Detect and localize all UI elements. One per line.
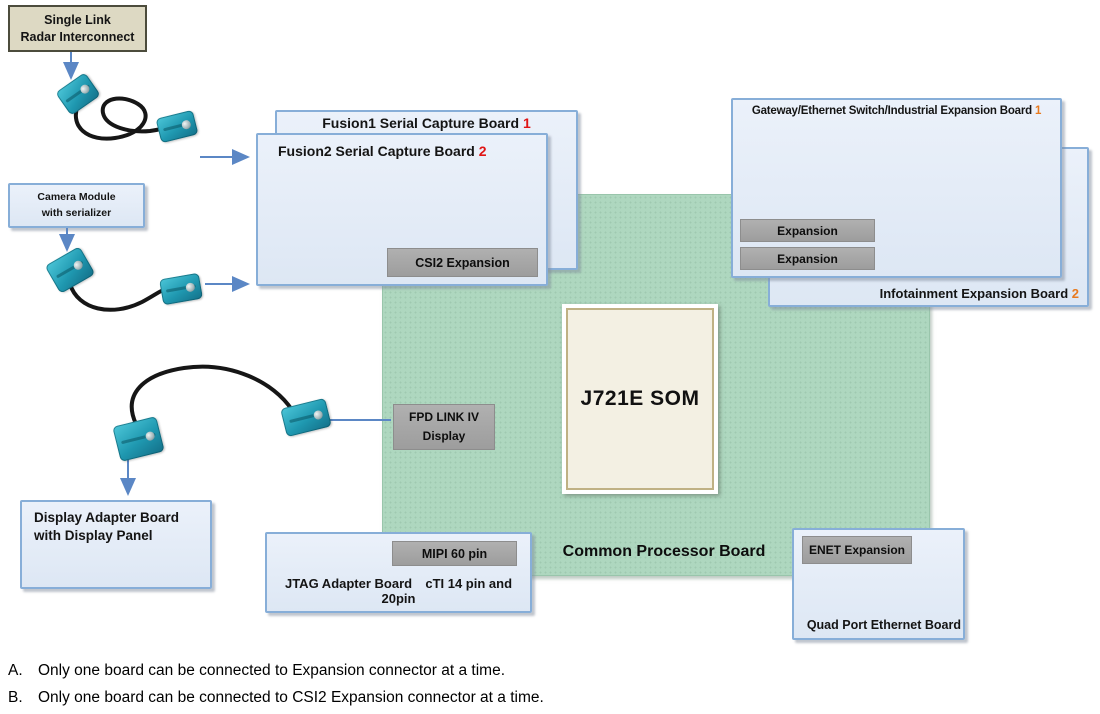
display-adapter-line1: Display Adapter Board bbox=[34, 510, 180, 525]
note-a-label: A. bbox=[8, 662, 23, 679]
display-adapter-line2: with Display Panel bbox=[34, 528, 153, 544]
expansion-connector-2: Expansion bbox=[740, 247, 875, 270]
note-b: B. Only one board can be connected to CS… bbox=[8, 689, 544, 707]
radar-line1: Single Link bbox=[44, 12, 111, 27]
fusion2-number: 2 bbox=[478, 143, 487, 159]
fakra-connector-icon bbox=[55, 72, 101, 116]
fakra-connector-icon bbox=[159, 272, 203, 306]
camera-cable bbox=[68, 282, 170, 312]
fakra-connector-icon bbox=[155, 109, 199, 144]
fakra-connector-icon bbox=[44, 246, 96, 294]
radar-cable bbox=[73, 96, 167, 141]
gateway-title-text: Gateway/Ethernet Switch/Industrial Expan… bbox=[751, 105, 1032, 117]
fakra-connector-icon bbox=[280, 397, 332, 438]
infotainment-title-text: Infotainment Expansion Board bbox=[879, 286, 1069, 301]
display-adapter-board: Display Adapter Board with Display Panel bbox=[20, 500, 212, 589]
j721e-som-board: J721E SOM bbox=[562, 304, 718, 494]
expansion-connector-1: Expansion bbox=[740, 219, 875, 242]
gateway-title: Gateway/Ethernet Switch/Industrial Expan… bbox=[733, 100, 1060, 117]
enet-expansion-connector: ENET Expansion bbox=[802, 536, 912, 564]
jtag-adapter-board: MIPI 60 pin JTAG Adapter Board cTI 14 pi… bbox=[265, 532, 532, 613]
quad-port-ethernet-board: ENET Expansion Quad Port Ethernet Board bbox=[792, 528, 965, 640]
camera-line1: Camera Module bbox=[37, 190, 116, 203]
quad-port-title: Quad Port Ethernet Board bbox=[806, 618, 961, 632]
note-b-text: Only one board can be connected to CSI2 … bbox=[38, 689, 544, 706]
fusion2-title-text: Fusion2 Serial Capture Board bbox=[278, 143, 475, 159]
fakra-connector-icon bbox=[112, 416, 165, 462]
display-cable bbox=[129, 364, 294, 426]
jtag-title: JTAG Adapter Board cTI 14 pin and 20pin bbox=[267, 576, 530, 606]
fusion1-title: Fusion1 Serial Capture Board 1 bbox=[277, 112, 576, 131]
fusion1-title-text: Fusion1 Serial Capture Board bbox=[322, 115, 520, 131]
fusion1-number: 1 bbox=[522, 115, 531, 131]
note-b-label: B. bbox=[8, 689, 23, 706]
gateway-number: 1 bbox=[1034, 105, 1042, 117]
radar-line2: Radar Interconnect bbox=[20, 29, 135, 44]
camera-line2: with serializer bbox=[41, 206, 112, 219]
common-processor-board-label: Common Processor Board bbox=[562, 543, 766, 560]
mipi-60pin-connector: MIPI 60 pin bbox=[392, 541, 517, 566]
jtag-title-text: JTAG Adapter Board bbox=[284, 576, 413, 591]
fusion2-board: Fusion2 Serial Capture Board 2 CSI2 Expa… bbox=[256, 133, 548, 286]
note-a: A. Only one board can be connected to Ex… bbox=[8, 662, 505, 680]
fpd-link-connector: FPD LINK IV Display bbox=[393, 404, 495, 450]
csi2-expansion-connector: CSI2 Expansion bbox=[387, 248, 538, 277]
display-adapter-title: Display Adapter Board with Display Panel bbox=[22, 502, 210, 545]
fpd-line1: FPD LINK IV bbox=[408, 410, 479, 425]
j721e-som-label: J721E SOM bbox=[566, 308, 714, 490]
note-a-text: Only one board can be connected to Expan… bbox=[38, 662, 506, 679]
fusion2-title: Fusion2 Serial Capture Board 2 bbox=[258, 135, 546, 159]
fpd-line2: Display bbox=[422, 429, 466, 443]
infotainment-title: Infotainment Expansion Board 2 bbox=[880, 286, 1079, 301]
camera-module-box: Camera Module with serializer bbox=[8, 183, 145, 228]
jtag-subtitle-text: cTI 14 pin and 20pin bbox=[381, 576, 513, 606]
radar-interconnect-box: Single Link Radar Interconnect bbox=[8, 5, 147, 52]
infotainment-number: 2 bbox=[1071, 286, 1079, 301]
gateway-board: Gateway/Ethernet Switch/Industrial Expan… bbox=[731, 98, 1062, 278]
